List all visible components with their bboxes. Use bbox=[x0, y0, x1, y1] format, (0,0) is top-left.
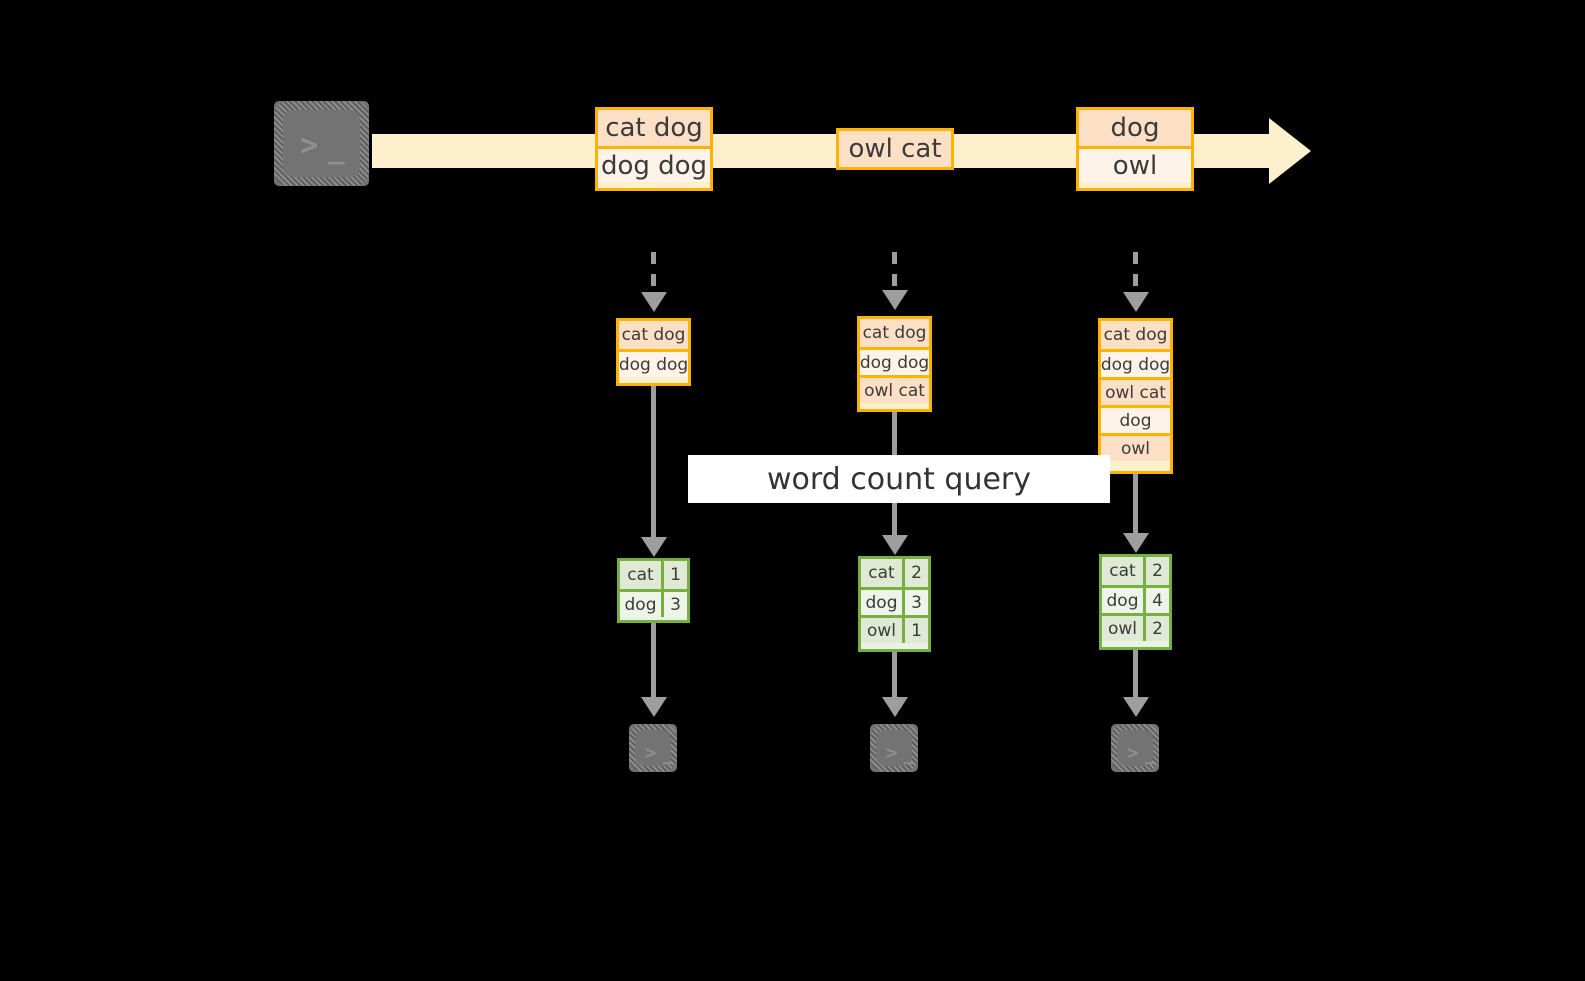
result-word: owl bbox=[861, 618, 905, 643]
consumer-terminal-icon: > _ bbox=[861, 715, 927, 781]
result-row: dog 4 bbox=[1102, 585, 1169, 613]
connector-arrow-head-icon bbox=[641, 537, 667, 557]
terminal-body bbox=[283, 110, 360, 177]
connector-arrow-head-icon bbox=[1123, 697, 1149, 717]
stream-event-group: dog owl bbox=[1076, 107, 1194, 191]
result-count: 2 bbox=[1152, 561, 1163, 581]
snapshot-1-result-to-consumer-connector bbox=[651, 623, 656, 701]
result-count: 3 bbox=[670, 594, 681, 615]
connector-arrow-head-icon bbox=[882, 290, 908, 310]
consumer-terminal-icon: > _ bbox=[1102, 715, 1168, 781]
terminal-prompt-glyph: > bbox=[1127, 742, 1141, 764]
terminal-body bbox=[1117, 730, 1153, 766]
terminal-body bbox=[635, 730, 671, 766]
stream-event: owl bbox=[1079, 146, 1191, 182]
result-row: owl 2 bbox=[1102, 613, 1169, 641]
result-count: 4 bbox=[1152, 590, 1163, 611]
result-word: cat bbox=[1102, 557, 1146, 585]
stream-event-group: owl cat bbox=[836, 128, 954, 170]
snapshot-2-result-table: cat 2 dog 3 owl 1 bbox=[858, 556, 931, 652]
connector-arrow-head-icon bbox=[882, 697, 908, 717]
result-count: 3 bbox=[911, 592, 922, 613]
terminal-prompt-glyph: > bbox=[645, 742, 659, 764]
stream-to-snapshot-connector bbox=[651, 252, 656, 296]
consumer-terminal-icon: > _ bbox=[620, 715, 686, 781]
stream-event-group: cat dog dog dog bbox=[595, 107, 713, 191]
snapshot-event: dog dog bbox=[860, 347, 929, 375]
snapshot-event: cat dog bbox=[1101, 321, 1170, 349]
result-row: cat 2 bbox=[1102, 557, 1169, 585]
result-count: 2 bbox=[1152, 618, 1163, 639]
result-word: dog bbox=[861, 590, 905, 615]
stream-event: dog bbox=[1079, 110, 1191, 146]
connector-arrow-head-icon bbox=[1123, 533, 1149, 553]
snapshot-1-result-table: cat 1 dog 3 bbox=[617, 558, 690, 623]
snapshot-event: owl cat bbox=[860, 375, 929, 403]
snapshot-1-to-result-connector bbox=[651, 386, 656, 541]
terminal-cursor-glyph: _ bbox=[1145, 744, 1158, 765]
connector-arrow-head-icon bbox=[882, 535, 908, 555]
result-row: dog 3 bbox=[620, 589, 687, 617]
result-row: owl 1 bbox=[861, 615, 928, 643]
result-row: cat 1 bbox=[620, 561, 687, 589]
snapshot-event: owl bbox=[1101, 433, 1170, 461]
snapshot-3-result-to-consumer-connector bbox=[1133, 650, 1138, 701]
result-word: cat bbox=[620, 561, 664, 589]
snapshot-2-result-to-consumer-connector bbox=[892, 652, 897, 701]
result-word: owl bbox=[1102, 616, 1146, 641]
terminal-prompt-glyph: > bbox=[300, 128, 321, 163]
snapshot-event: dog dog bbox=[619, 349, 688, 377]
snapshot-3-result-table: cat 2 dog 4 owl 2 bbox=[1099, 554, 1172, 650]
result-word: cat bbox=[861, 559, 905, 587]
snapshot-event: owl cat bbox=[1101, 377, 1170, 405]
snapshot-2-event-log: cat dog dog dog owl cat bbox=[857, 316, 932, 412]
stream-to-snapshot-connector bbox=[892, 252, 897, 294]
terminal-cursor-glyph: _ bbox=[904, 744, 917, 765]
result-word: dog bbox=[620, 592, 664, 617]
connector-arrow-head-icon bbox=[641, 292, 667, 312]
query-banner: word count query bbox=[688, 455, 1110, 503]
terminal-prompt-glyph: > bbox=[886, 742, 900, 764]
snapshot-event: cat dog bbox=[619, 321, 688, 349]
terminal-cursor-glyph: _ bbox=[663, 744, 676, 765]
result-row: cat 2 bbox=[861, 559, 928, 587]
snapshot-event: dog dog bbox=[1101, 349, 1170, 377]
stream-event: owl cat bbox=[839, 131, 951, 167]
stream-event: dog dog bbox=[598, 146, 710, 182]
terminal-cursor-glyph: _ bbox=[328, 132, 347, 165]
snapshot-3-event-log: cat dog dog dog owl cat dog owl bbox=[1098, 318, 1173, 474]
producer-terminal-icon: > _ bbox=[265, 92, 378, 195]
result-count: 1 bbox=[670, 565, 681, 585]
snapshot-event: dog bbox=[1101, 405, 1170, 433]
snapshot-event: cat dog bbox=[860, 319, 929, 347]
stream-arrow-head-icon bbox=[1269, 118, 1311, 184]
stream-to-snapshot-connector bbox=[1133, 252, 1138, 296]
result-row: dog 3 bbox=[861, 587, 928, 615]
result-count: 2 bbox=[911, 563, 922, 583]
stream-event: cat dog bbox=[598, 110, 710, 146]
connector-arrow-head-icon bbox=[1123, 292, 1149, 312]
result-word: dog bbox=[1102, 588, 1146, 613]
snapshot-3-to-result-connector bbox=[1133, 474, 1138, 538]
result-count: 1 bbox=[911, 620, 922, 641]
connector-arrow-head-icon bbox=[641, 697, 667, 717]
terminal-body bbox=[876, 730, 912, 766]
snapshot-1-event-log: cat dog dog dog bbox=[616, 318, 691, 386]
